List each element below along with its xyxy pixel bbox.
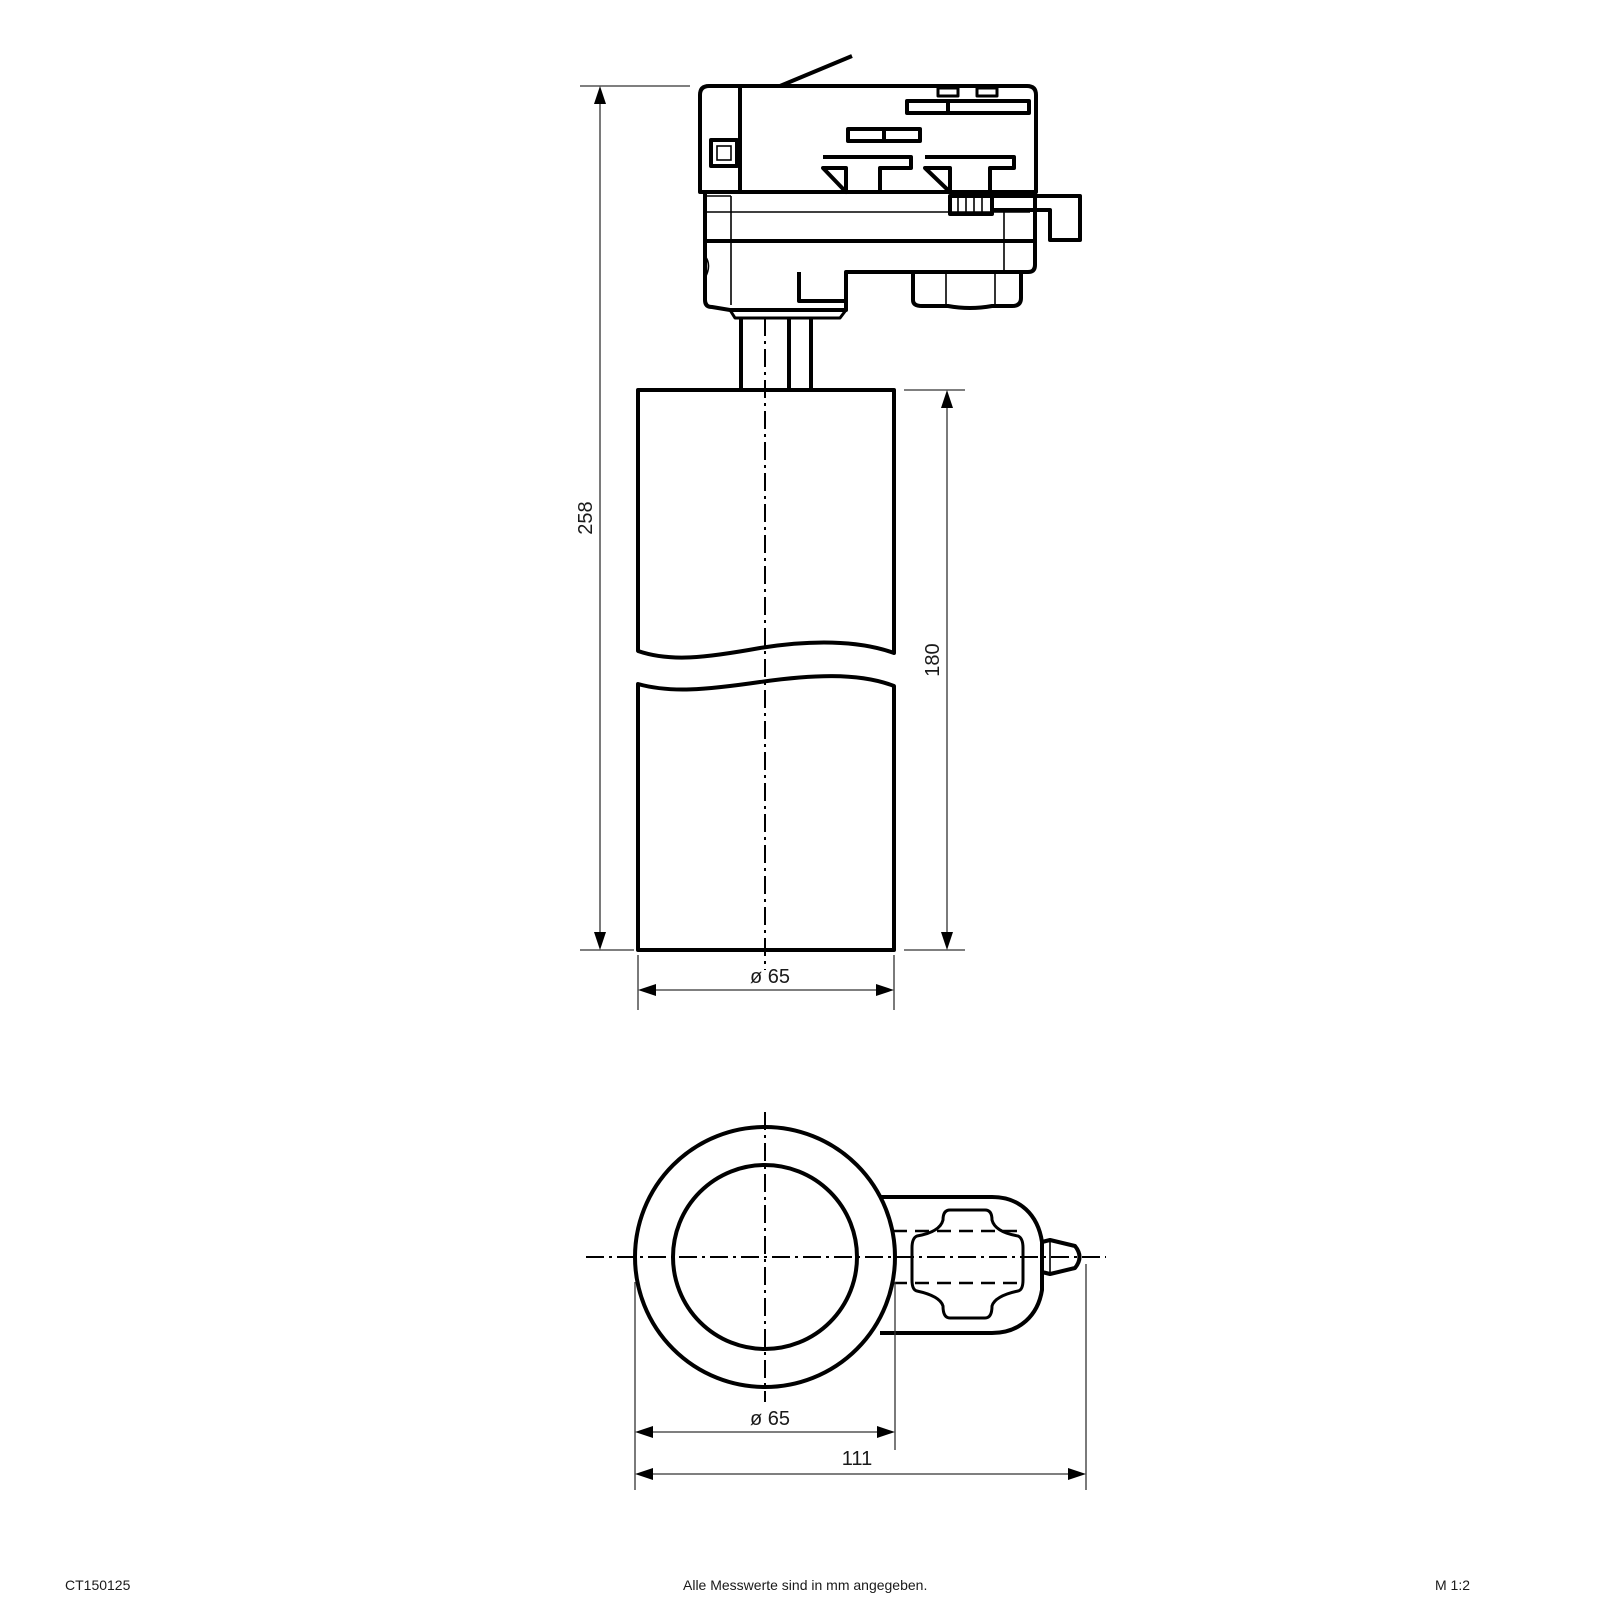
dimension-label-258: 258 bbox=[575, 501, 597, 534]
stem bbox=[739, 318, 813, 390]
dimension-label-top-diameter: ø 65 bbox=[750, 1408, 790, 1430]
track-adapter bbox=[698, 84, 1082, 320]
dimension-label-side-diameter: ø 65 bbox=[750, 966, 790, 988]
measurement-note: Alle Messwerte sind in mm angegeben. bbox=[683, 1577, 928, 1593]
dimension-180: 180 bbox=[904, 389, 965, 951]
dimension-diameter-side: ø 65 bbox=[637, 955, 895, 1010]
dimension-label-180: 180 bbox=[922, 643, 944, 676]
lever-tip bbox=[1040, 1238, 1082, 1276]
knob-cross bbox=[910, 1208, 1025, 1320]
adapter-top-outline bbox=[880, 1195, 1044, 1335]
top-view: ø 65 111 bbox=[586, 1112, 1106, 1490]
cylinder-body bbox=[636, 388, 896, 952]
dimension-diameter-top: ø 65 bbox=[634, 1282, 896, 1490]
dimension-258: 258 bbox=[575, 85, 690, 951]
scale-label: M 1:2 bbox=[1435, 1577, 1471, 1593]
side-view: 258 180 ø 65 bbox=[575, 54, 1082, 1010]
article-number: CT150125 bbox=[65, 1577, 131, 1593]
cable bbox=[779, 54, 853, 88]
dimension-label-111: 111 bbox=[842, 1448, 872, 1470]
dimension-111: 111 bbox=[635, 1264, 1087, 1490]
